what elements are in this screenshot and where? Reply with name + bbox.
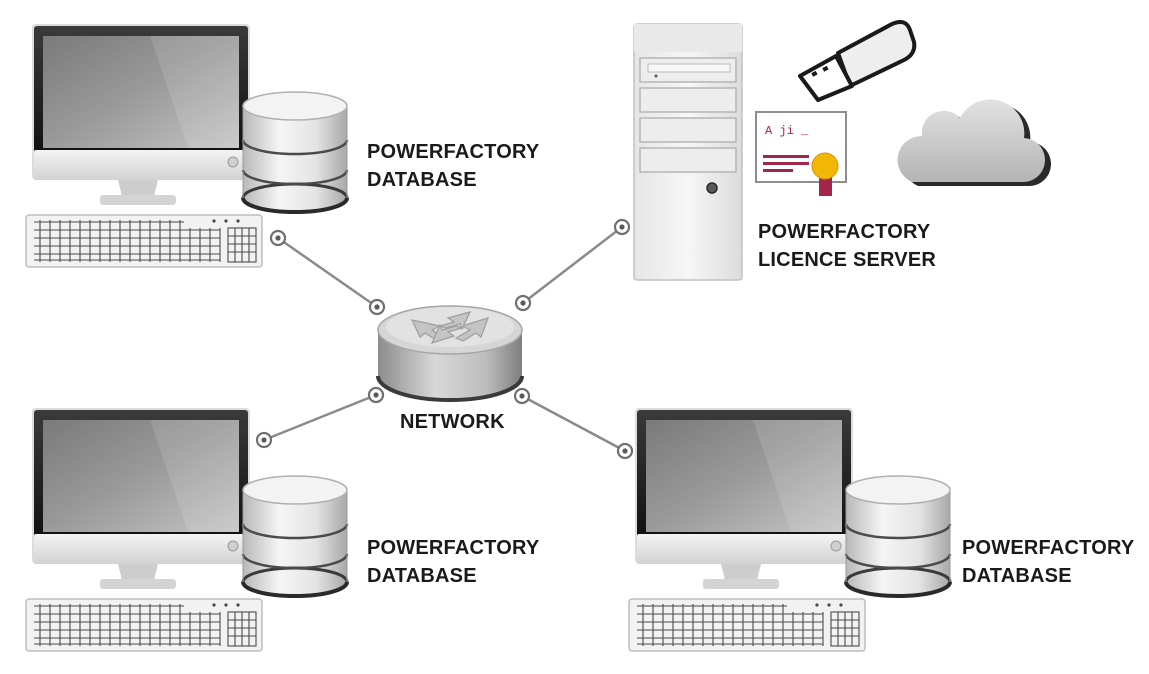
- node-point-icon: [367, 386, 385, 404]
- node-point-icon: [613, 218, 631, 236]
- label-line-1: POWERFACTORY: [367, 141, 540, 163]
- label-network: NETWORK: [400, 408, 505, 436]
- workstation-bottom-left: [25, 407, 349, 652]
- node-point-icon: [255, 431, 273, 449]
- label-line-1: POWERFACTORY: [962, 537, 1135, 559]
- label-top-left: POWERFACTORY DATABASE: [367, 138, 539, 194]
- network-label: NETWORK: [400, 411, 505, 433]
- database-icon: [241, 90, 349, 214]
- label-line-2: LICENCE SERVER: [758, 249, 937, 271]
- label-bottom-left: POWERFACTORY DATABASE: [367, 534, 539, 590]
- monitor-icon: [25, 23, 263, 268]
- label-bottom-right: POWERFACTORY DATABASE: [962, 534, 1134, 590]
- link-top-right: [522, 226, 623, 304]
- power-button-icon: [706, 182, 718, 194]
- label-top-right: POWERFACTORY LICENCE SERVER: [758, 218, 936, 274]
- node-point-icon: [513, 387, 531, 405]
- usb-dongle-icon: [798, 20, 917, 102]
- node-point-icon: [368, 298, 386, 316]
- database-icon: [844, 474, 952, 598]
- label-line-1: POWERFACTORY: [758, 221, 931, 243]
- workstation-bottom-right: [628, 407, 952, 652]
- monitor-icon: [628, 407, 866, 652]
- node-point-icon: [269, 229, 287, 247]
- label-line-2: DATABASE: [962, 565, 1072, 587]
- connection-nodes: [255, 218, 634, 460]
- label-line-2: DATABASE: [367, 565, 477, 587]
- link-bottom-left: [263, 393, 377, 442]
- node-point-icon: [514, 294, 532, 312]
- workstation-top-left: [25, 23, 349, 268]
- certificate-icon: A ji _: [755, 111, 847, 196]
- server-tower-icon: [633, 23, 743, 281]
- router-icon: [376, 305, 524, 402]
- certificate-text: A ji _: [765, 124, 809, 138]
- link-top-left: [277, 236, 378, 309]
- node-point-icon: [616, 442, 634, 460]
- database-icon: [241, 474, 349, 598]
- link-bottom-right: [521, 394, 626, 453]
- label-line-1: POWERFACTORY: [367, 537, 540, 559]
- cloud-icon: [897, 99, 1052, 187]
- connection-lines: [263, 226, 626, 453]
- label-line-2: DATABASE: [367, 169, 477, 191]
- monitor-icon: [25, 407, 263, 652]
